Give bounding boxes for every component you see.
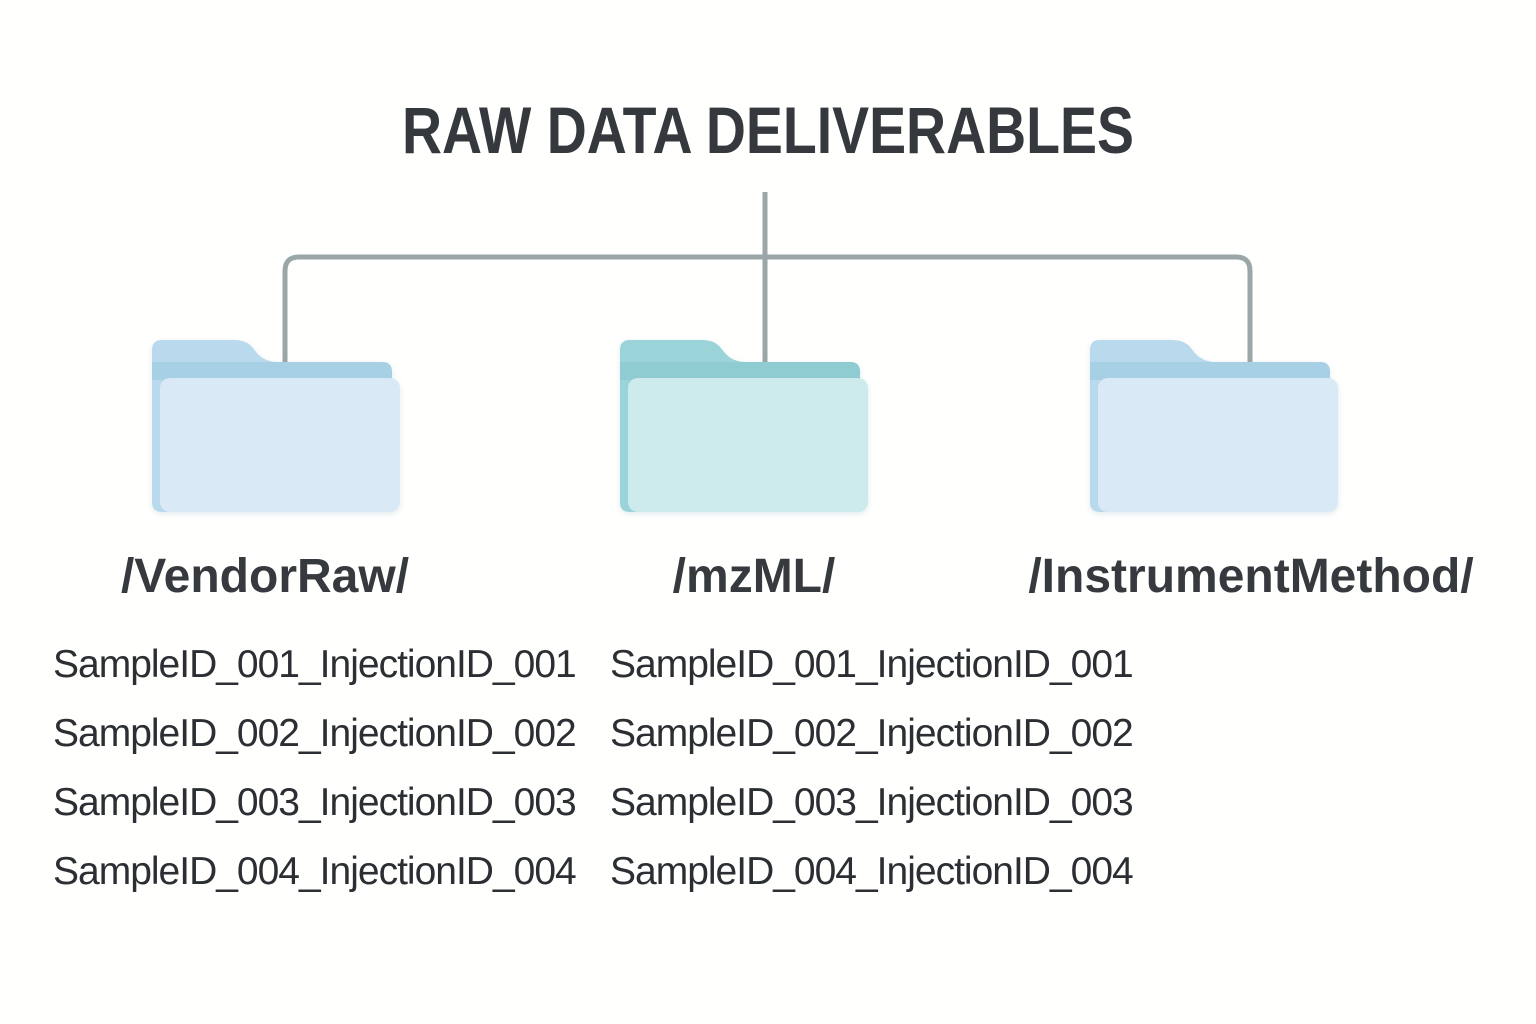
file-name: SampleID_003_InjectionID_003 [610,780,1134,824]
folder-front [1098,378,1338,512]
connector-branch-line [282,254,1253,368]
folder-icon-vendorraw [152,340,400,512]
file-name: SampleID_001_InjectionID_001 [610,642,1134,686]
folder-label-mzml: /mzML/ [672,550,836,603]
file-name: SampleID_002_InjectionID_002 [53,711,577,755]
folder-icon-instrumentmethod [1090,340,1338,512]
file-name: SampleID_004_InjectionID_004 [610,849,1134,893]
folder-strip [1090,362,1330,380]
file-list-vendorraw: SampleID_001_InjectionID_001 SampleID_00… [53,630,577,906]
folder-front [160,378,400,512]
folder-strip [152,362,392,380]
folder-strip [620,362,860,380]
tree-connectors [282,192,1253,368]
file-list-mzml: SampleID_001_InjectionID_001 SampleID_00… [610,630,1134,906]
folder-front [628,378,868,512]
folder-label-instrumentmethod: /InstrumentMethod/ [1028,550,1474,603]
file-name: SampleID_002_InjectionID_002 [610,711,1134,755]
file-name: SampleID_001_InjectionID_001 [53,642,577,686]
page-title: RAW DATA DELIVERABLES [401,93,1135,167]
file-name: SampleID_004_InjectionID_004 [53,849,577,893]
folder-icon-mzml [620,340,868,512]
file-name: SampleID_003_InjectionID_003 [53,780,577,824]
folder-label-vendorraw: /VendorRaw/ [120,550,410,603]
